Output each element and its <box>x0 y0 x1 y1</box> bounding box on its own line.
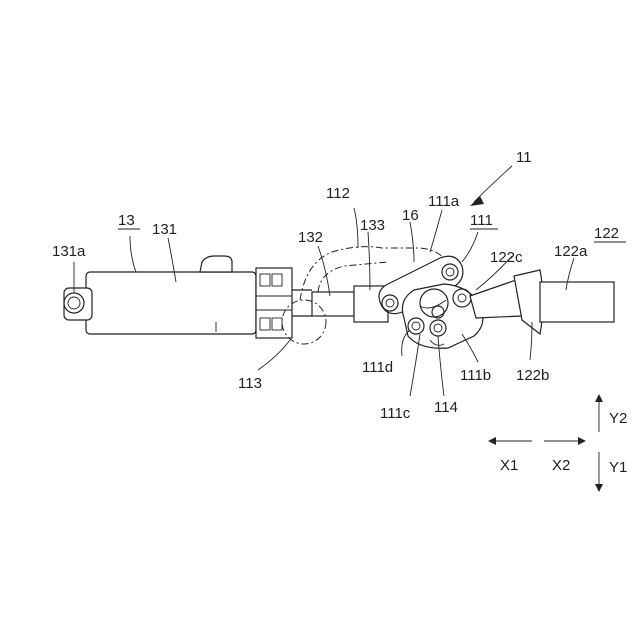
handle-neck <box>470 280 522 318</box>
handle-122 <box>470 270 614 334</box>
label-113: 113 <box>238 375 262 392</box>
leader-111c <box>410 334 420 396</box>
cylinder-13 <box>64 256 312 338</box>
label-111: 111 <box>470 212 493 229</box>
leader-133 <box>368 232 370 290</box>
label-122a: 122a <box>554 243 588 260</box>
label-111a: 111a <box>428 193 460 210</box>
arrow-y1-head <box>595 484 603 492</box>
leader-111 <box>462 232 478 262</box>
label-11: 11 <box>516 149 532 166</box>
label-x2: X2 <box>552 457 570 474</box>
label-y1: Y1 <box>609 459 627 476</box>
label-13: 13 <box>118 212 135 229</box>
label-112: 112 <box>326 185 350 202</box>
label-122b: 122b <box>516 367 549 384</box>
leader-16 <box>410 222 414 262</box>
leader-113 <box>258 340 290 370</box>
arrow-x1-head <box>488 437 496 445</box>
label-114: 114 <box>434 399 458 416</box>
label-122: 122 <box>594 225 619 242</box>
label-111b: 111b <box>460 367 491 384</box>
direction-indicator: X1 X2 Y2 Y1 <box>488 394 627 492</box>
label-16: 16 <box>402 207 419 224</box>
label-131: 131 <box>152 221 177 238</box>
label-111c: 111c <box>380 405 411 422</box>
cylinder-bump <box>200 256 232 272</box>
leader-112 <box>354 208 358 248</box>
handle-flange-122b <box>514 270 543 334</box>
label-y2: Y2 <box>609 410 627 427</box>
cylinder-body-131 <box>86 272 256 334</box>
arrow-y2-head <box>595 394 603 402</box>
label-111d: 111d <box>362 359 393 376</box>
piston-rod-132 <box>312 286 388 322</box>
label-132: 132 <box>298 229 323 246</box>
leader-111a <box>430 210 442 252</box>
label-x1: X1 <box>500 457 518 474</box>
mechanism-111 <box>402 284 483 348</box>
rod-body <box>312 292 354 316</box>
arrowhead-11 <box>470 196 484 206</box>
handle-grip-122a <box>540 282 614 322</box>
end-clamp <box>256 268 292 338</box>
label-122c: 122c <box>490 249 523 266</box>
arrow-x2-head <box>578 437 586 445</box>
label-131a: 131a <box>52 243 86 260</box>
label-133: 133 <box>360 217 385 234</box>
leader-13 <box>130 236 136 272</box>
